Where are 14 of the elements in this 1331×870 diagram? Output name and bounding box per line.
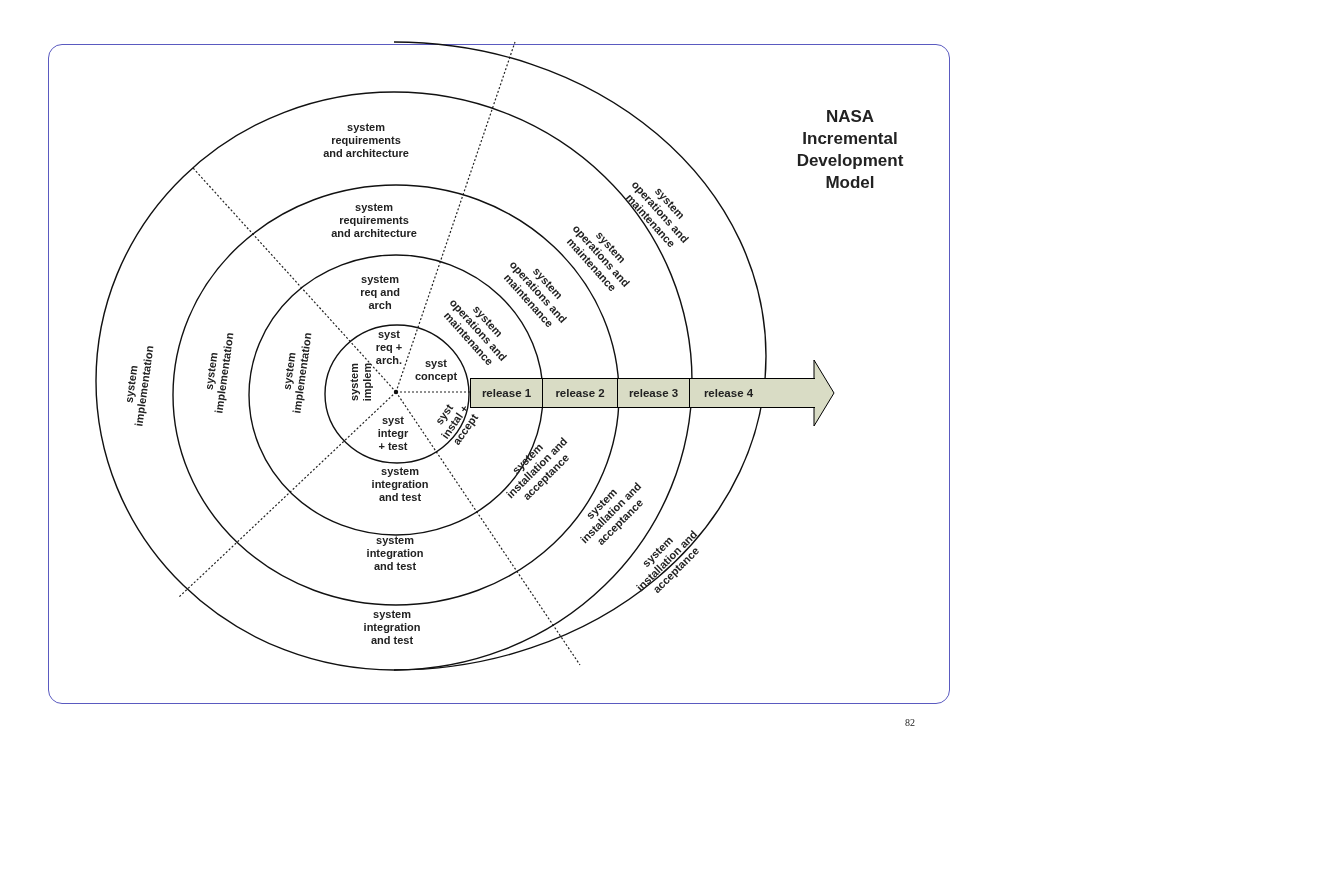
- phase-label: syst integr + test: [376, 413, 410, 453]
- phase-label: syst req + arch.: [374, 327, 404, 367]
- phase-label: system implem: [348, 361, 374, 403]
- phase-label: system integration and test: [365, 533, 425, 573]
- release-segment: release 2: [542, 378, 618, 408]
- phase-label: system integration and test: [362, 607, 422, 647]
- release-segment: release 3: [617, 378, 690, 408]
- phase-label: system requirements and architecture: [331, 200, 417, 240]
- phase-label: system integration and test: [370, 464, 430, 504]
- title: NASA Incremental Development Model: [795, 106, 905, 194]
- phase-label: system req and arch: [359, 272, 401, 312]
- release-segment: release 1: [470, 378, 543, 408]
- phase-label: system requirements and architecture: [323, 120, 409, 160]
- page-number: 82: [904, 715, 916, 729]
